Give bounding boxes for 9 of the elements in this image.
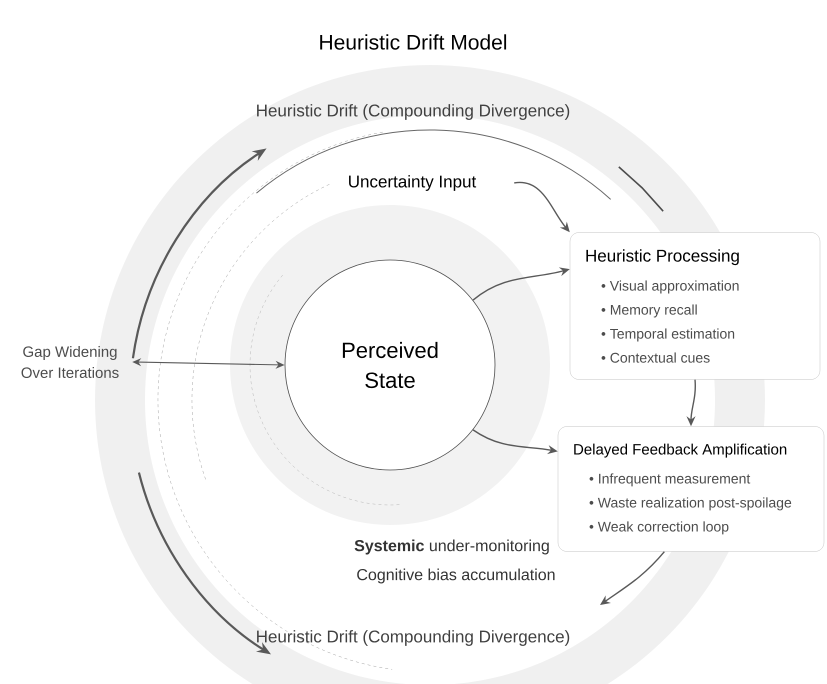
node-label: Uncertainty Input xyxy=(349,175,476,191)
process-box: Heuristic Processing • Visual approximation • Memory recall • Temporal estimation • Contextual cues xyxy=(570,232,820,380)
note: Cognitive bias accumulation xyxy=(357,568,555,584)
title: Heuristic Drift Model xyxy=(320,34,506,50)
process-box: Delayed Feedback Amplification • Infrequent measurement • Waste realization post-spoilage • Weak correction loop xyxy=(558,426,824,552)
note: Systemic under-monitoring xyxy=(354,540,549,554)
node-label: Gap Widening Over Iterations xyxy=(22,346,119,378)
ring-label: Heuristic Drift (Compounding Divergence) xyxy=(257,104,570,120)
ring-label: Heuristic Drift (Compounding Divergence) xyxy=(257,630,570,646)
